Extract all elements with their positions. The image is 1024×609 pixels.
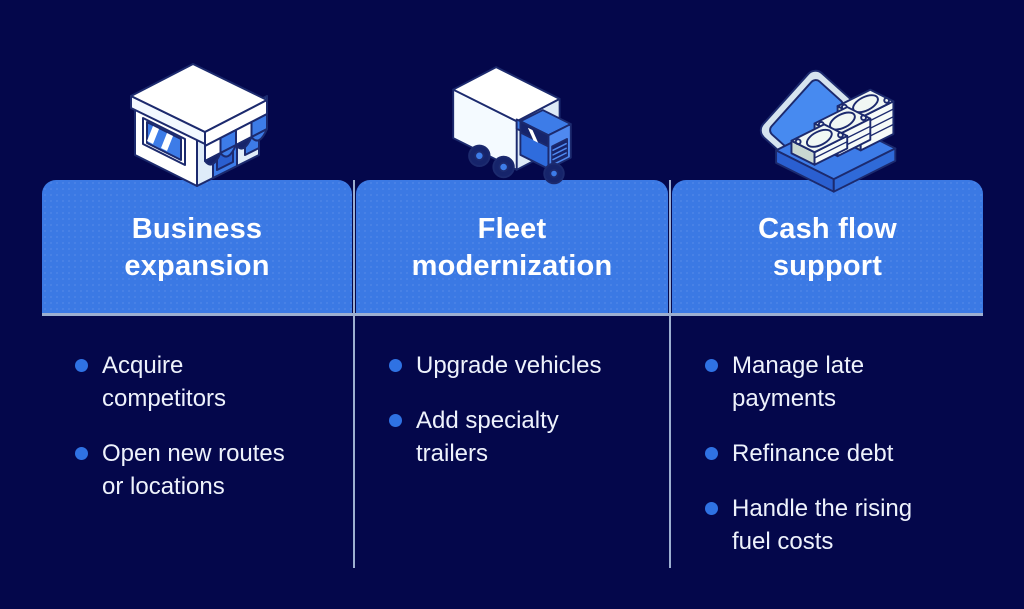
list-item: Acquire competitors xyxy=(75,349,352,415)
bullet-list-business-expansion: Acquire competitors Open new routes or l… xyxy=(42,315,352,525)
bullet-list-cash-flow-support: Manage late payments Refinance debt Hand… xyxy=(672,315,983,580)
bullet-dot xyxy=(389,414,402,427)
bullet-dot xyxy=(75,359,88,372)
truck-icon-svg xyxy=(452,66,572,185)
list-item: Manage late payments xyxy=(705,349,983,415)
header-bottom-divider xyxy=(42,313,983,316)
list-item-text: Acquire competitors xyxy=(102,352,227,412)
list-item-text: Refinance debt xyxy=(732,440,894,467)
list-item: Add specialty trailers xyxy=(389,404,668,470)
list-item-text: Manage late payments xyxy=(732,352,865,412)
column-fleet-modernization: Fleet modernization Upgrade vehicles Add… xyxy=(356,0,668,609)
column-cash-flow-support: Cash flow support Manage late payments R… xyxy=(672,0,983,609)
bullet-dot xyxy=(705,502,718,515)
header-card-business-expansion: Business expansion xyxy=(42,180,352,315)
storefront-icon-svg xyxy=(130,63,268,187)
column-title-cash-flow-support: Cash flow support xyxy=(758,212,897,282)
bullet-dot xyxy=(389,359,402,372)
storefront-icon xyxy=(121,52,273,192)
column-title-business-expansion: Business expansion xyxy=(124,212,270,282)
bullet-dot xyxy=(705,447,718,460)
list-item-text: Add specialty trailers xyxy=(416,407,559,467)
bullet-list-fleet-modernization: Upgrade vehicles Add specialty trailers xyxy=(356,315,668,492)
list-item: Open new routes or locations xyxy=(75,437,352,503)
column-business-expansion: Business expansion Acquire competitors O… xyxy=(42,0,352,609)
money-case-icon xyxy=(753,50,903,193)
list-item-text: Handle the rising fuel costs xyxy=(732,495,913,555)
column-divider-1 xyxy=(353,180,355,568)
bullet-dot xyxy=(705,359,718,372)
header-card-cash-flow-support: Cash flow support xyxy=(672,180,983,315)
list-item-text: Open new routes or locations xyxy=(102,440,285,500)
list-item: Upgrade vehicles xyxy=(389,349,668,382)
column-divider-2 xyxy=(669,180,671,568)
list-item: Handle the rising fuel costs xyxy=(705,492,983,558)
truck-icon xyxy=(442,52,582,198)
list-item: Refinance debt xyxy=(705,437,983,470)
column-title-fleet-modernization: Fleet modernization xyxy=(411,212,613,282)
bullet-dot xyxy=(75,447,88,460)
money-case-icon-svg xyxy=(759,69,896,193)
list-item-text: Upgrade vehicles xyxy=(416,352,602,379)
header-card-fleet-modernization: Fleet modernization xyxy=(356,180,668,315)
